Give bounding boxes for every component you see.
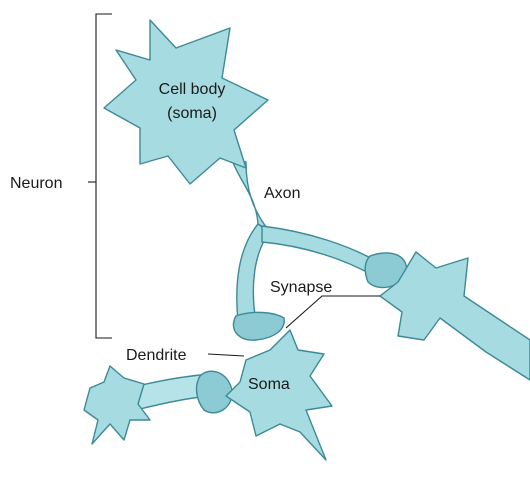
left-axon-terminal bbox=[233, 312, 284, 340]
synapse-leader-line bbox=[286, 296, 380, 328]
bracket-line bbox=[96, 14, 112, 338]
axon-right-branch bbox=[262, 226, 378, 276]
left-neuron bbox=[84, 366, 232, 444]
dendrite-label: Dendrite bbox=[126, 347, 187, 364]
dendrite-leader-line bbox=[208, 354, 244, 356]
synapse-label: Synapse bbox=[270, 279, 332, 296]
cell-body-label: Cell body bbox=[159, 81, 226, 98]
axon bbox=[232, 160, 378, 322]
lower-soma bbox=[226, 330, 332, 460]
soma-paren-label: (soma) bbox=[167, 105, 217, 122]
soma-label: Soma bbox=[248, 376, 290, 393]
upper-cell-body bbox=[104, 20, 268, 184]
axon-label: Axon bbox=[264, 185, 300, 202]
left-neuron-terminal bbox=[197, 371, 233, 413]
neuron-label: Neuron bbox=[10, 175, 62, 192]
neuron-bracket bbox=[88, 14, 112, 338]
